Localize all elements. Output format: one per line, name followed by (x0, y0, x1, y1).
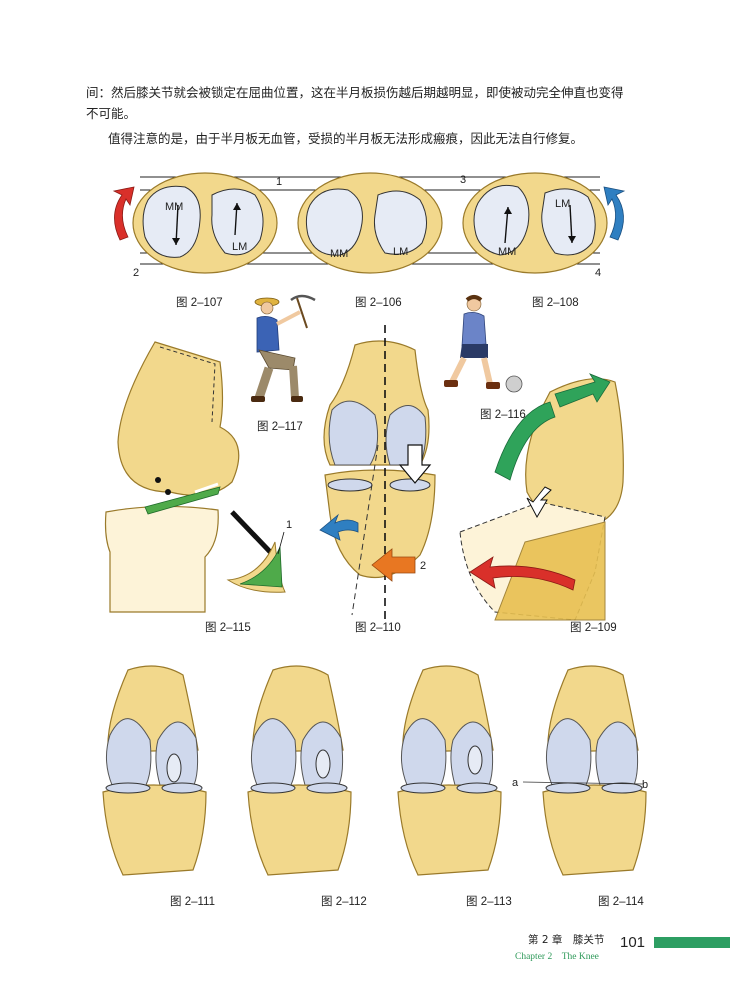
knee-2-112 (247, 665, 352, 876)
caption-2-109: 图 2–109 (570, 622, 617, 634)
marker-2: 2 (133, 267, 139, 279)
label-lm-106: LM (393, 246, 408, 258)
figure-2-117-squatting-man (251, 294, 316, 402)
page-number: 101 (620, 934, 646, 951)
caption-2-106: 图 2–106 (355, 297, 402, 309)
label-b: b (642, 779, 648, 791)
caption-2-113: 图 2–113 (466, 896, 512, 908)
caption-2-115: 图 2–115 (205, 622, 251, 634)
figure-2-110-knee-front-view: 2 (319, 325, 436, 620)
marker-1: 1 (276, 176, 282, 188)
orange-push-arrow-icon (371, 548, 416, 582)
paragraph-1-line-2: 不可能。 (86, 106, 137, 121)
meniscus-green (144, 486, 221, 515)
caption-2-114: 图 2–114 (598, 896, 644, 908)
down-arrow-icon (398, 444, 432, 484)
knee-2-114: a b (512, 665, 648, 876)
tibia-shape (104, 505, 219, 613)
red-slide-arrow-icon (469, 556, 576, 591)
green-arrow-icon (554, 373, 611, 408)
knee-2-113 (397, 665, 502, 876)
knee-2-111 (102, 665, 207, 876)
caption-2-111: 图 2–111 (170, 896, 215, 908)
caption-2-112: 图 2–112 (321, 896, 367, 908)
paragraph-1: 间：然后膝关节就会被锁定在屈曲位置，这在半月板损伤越后期越明显，即使被动完全伸直… (86, 82, 646, 124)
footer-chapter-en: Chapter 2 The Knee (515, 952, 599, 962)
footer-green-bar (654, 937, 730, 948)
marker-4: 4 (595, 267, 601, 279)
paragraph-1-line-1: 间：然后膝关节就会被锁定在屈曲位置，这在半月板损伤越后期越明显，即使被动完全伸直… (86, 85, 624, 100)
label-mm-106: MM (330, 248, 348, 260)
blue-rotation-arrow-icon (603, 186, 626, 241)
caption-2-108: 图 2–108 (532, 297, 579, 309)
caption-2-116: 图 2–116 (480, 409, 526, 421)
figure-2-116-footballer (444, 295, 523, 393)
knee-sequence-figures: a b (102, 665, 648, 876)
footer-chapter-cn: 第 2 章 膝关节 (528, 934, 605, 946)
marker-3: 3 (460, 174, 466, 186)
label-lm-108: LM (555, 198, 570, 210)
tibial-plateau-figures: MM LM 2 MM LM 1 MM LM 3 4 (112, 172, 626, 279)
paragraph-2: 值得注意的是，由于半月板无血管，受损的半月板无法形成瘢痕，因此无法自行修复。 (108, 131, 584, 146)
blue-push-arrow-icon (319, 513, 359, 541)
marker-1-115: 1 (286, 519, 292, 531)
figure-2-109-knee-flexion (459, 373, 624, 621)
plateau-107: MM LM 2 (132, 172, 278, 279)
caption-2-107: 图 2–107 (176, 297, 223, 309)
caption-2-110: 图 2–110 (355, 622, 401, 634)
marker-2-110: 2 (420, 560, 426, 572)
label-a: a (512, 777, 519, 789)
label-mm-108: MM (498, 246, 516, 258)
figure-2-115-knee-side-view: 1 (104, 341, 292, 613)
tibia-front (324, 469, 436, 579)
label-lm-107: LM (232, 241, 247, 253)
plateau-106: MM LM 1 (276, 172, 443, 274)
label-mm-107: MM (165, 201, 183, 213)
caption-2-117: 图 2–117 (257, 421, 303, 433)
red-rotation-arrow-icon (112, 186, 135, 241)
plateau-108: MM LM 3 4 (460, 172, 608, 279)
femur-shape (117, 341, 240, 496)
